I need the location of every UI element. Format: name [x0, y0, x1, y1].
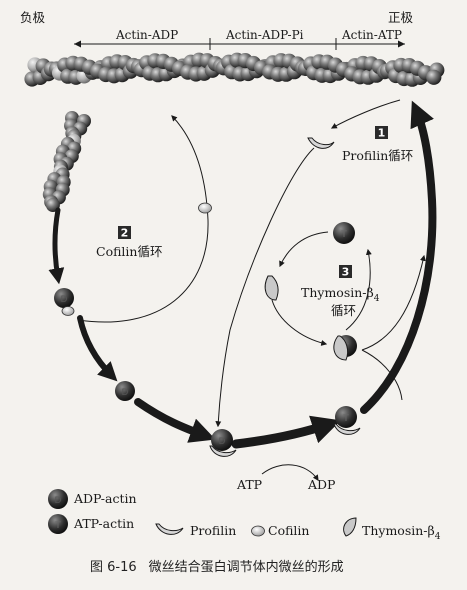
minus-end-label: 负极	[20, 10, 46, 25]
svg-text:2: 2	[121, 227, 129, 240]
profilin-cycle-label: Profilin循环	[342, 148, 413, 163]
svg-text:T: T	[340, 230, 347, 240]
actin-atp-label: Actin-ATP	[341, 28, 402, 42]
actin-filament	[24, 52, 445, 87]
atp-actin-free: T	[333, 222, 355, 244]
cycle-3-badge: 3	[339, 265, 352, 279]
atp-actin-profilin-complex: T	[333, 406, 361, 435]
adp-actin-profilin-complex: D	[209, 429, 237, 457]
svg-text:ADP-actin: ADP-actin	[73, 491, 137, 506]
svg-text:T: T	[54, 521, 61, 531]
legend-atp-actin: T ATP-actin	[48, 514, 134, 534]
atp-label: ATP	[236, 477, 262, 492]
adp-actin-monomer: D	[115, 381, 135, 401]
svg-text:D: D	[219, 437, 226, 447]
cofilin-on-path	[198, 202, 212, 214]
legend: D ADP-actin T ATP-actin Profilin Cofilin…	[48, 489, 441, 542]
legend-thymosin: Thymosin-β4	[343, 517, 441, 542]
filament-subunit	[426, 69, 442, 85]
svg-text:3: 3	[342, 266, 350, 279]
adp-label: ADP	[307, 477, 335, 492]
thin-arrows	[77, 99, 426, 481]
depolymerizing-fragment	[42, 111, 91, 212]
figure-caption: 图 6-16 微丝结合蛋白调节体内微丝的形成	[90, 559, 344, 575]
adp-actin-cofilin-monomer: D	[54, 288, 75, 316]
legend-cofilin: Cofilin	[251, 523, 309, 538]
profilin-top	[307, 137, 335, 149]
svg-text:D: D	[122, 388, 129, 398]
svg-text:T: T	[342, 414, 349, 424]
svg-text:Cofilin: Cofilin	[268, 523, 309, 538]
atp-actin-thymosin-complex: T	[333, 335, 357, 361]
plus-end-label: 正极	[388, 10, 414, 25]
actin-adp-pi-label: Actin-ADP-Pi	[225, 28, 304, 42]
cycle-2-badge: 2	[118, 226, 131, 240]
svg-text:ATP-actin: ATP-actin	[73, 516, 134, 531]
svg-text:D: D	[55, 496, 62, 506]
svg-text:Profilin: Profilin	[190, 523, 236, 538]
filament-scale-arrow	[74, 38, 405, 50]
actin-adp-label: Actin-ADP	[115, 28, 178, 42]
svg-text:Thymosin-β4: Thymosin-β4	[362, 523, 441, 542]
thymosin-cycle-label-2: 循环	[331, 303, 356, 318]
cofilin-cycle-label: Cofilin循环	[96, 244, 162, 259]
legend-profilin: Profilin	[155, 523, 236, 538]
main-cycle-arrows	[48, 100, 437, 449]
cycle-1-badge: 1	[375, 126, 388, 140]
svg-text:D: D	[61, 295, 68, 305]
thymosin-cycle-label: Thymosin-β4	[301, 285, 380, 304]
figure-number: 图 6-16	[90, 560, 137, 575]
figure-title: 微丝结合蛋白调节体内微丝的形成	[149, 559, 344, 575]
legend-adp-actin: D ADP-actin	[48, 489, 137, 509]
thymosin-b4-free	[264, 275, 279, 301]
svg-text:1: 1	[378, 127, 386, 140]
